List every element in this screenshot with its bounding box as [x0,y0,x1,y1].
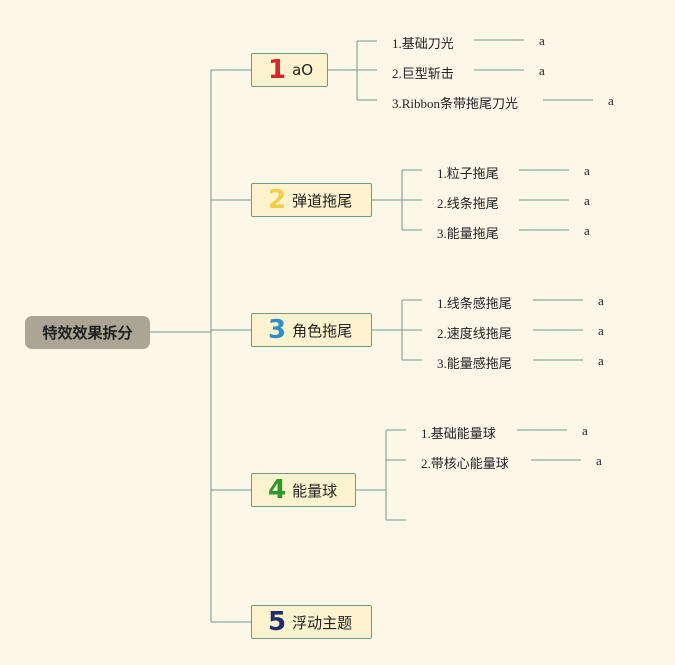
leaf-label: 1.粒子拖尾 [437,166,499,181]
leaf-label: 2.带核心能量球 [421,456,509,471]
branch-label: 弹道拖尾 [292,191,353,210]
number-3-icon: 3 [268,315,287,345]
number-4-icon: 4 [268,475,287,505]
number-5-icon: 5 [268,607,287,637]
leaf-label: 3.能量感拖尾 [437,356,512,371]
leaf-node[interactable]: 3.能量拖尾 [437,223,499,242]
leaf-value[interactable]: a [539,63,545,78]
branch-node-3[interactable]: 3 角色拖尾 [251,313,372,347]
leaf-label: 1.基础能量球 [421,426,496,441]
leaf-value[interactable]: a [598,353,604,368]
leaf-node[interactable]: 2.带核心能量球 [421,453,509,472]
leaf-value[interactable]: a [539,33,545,48]
leaf-value[interactable]: a [598,293,604,308]
leaf-value[interactable]: a [584,193,590,208]
leaf-label: 1.线条感拖尾 [437,296,512,311]
leaf-node[interactable]: 1.粒子拖尾 [437,163,499,182]
branch-label: 能量球 [292,481,338,500]
leaf-node[interactable]: 3.Ribbon条带拖尾刀光 [392,93,518,112]
leaf-value[interactable]: a [584,163,590,178]
number-2-icon: 2 [268,185,287,215]
leaf-value[interactable]: a [584,223,590,238]
branch-node-5[interactable]: 5 浮动主题 [251,605,372,639]
branch-node-4[interactable]: 4 能量球 [251,473,356,507]
number-1-icon: 1 [268,55,287,85]
leaf-node[interactable]: 1.基础刀光 [392,33,454,52]
leaf-node[interactable]: 2.速度线拖尾 [437,323,512,342]
leaf-node[interactable]: 3.能量感拖尾 [437,353,512,372]
leaf-label: 3.能量拖尾 [437,226,499,241]
branch-label: aO [292,61,314,79]
leaf-value[interactable]: a [582,423,588,438]
leaf-label: 3.Ribbon条带拖尾刀光 [392,96,519,111]
root-label: 特效效果拆分 [42,324,133,342]
leaf-node[interactable]: 1.基础能量球 [421,423,496,442]
leaf-value[interactable]: a [596,453,602,468]
branch-node-1[interactable]: 1 aO [251,53,328,87]
leaf-node[interactable]: 1.线条感拖尾 [437,293,512,312]
leaf-label: 1.基础刀光 [392,36,454,51]
leaf-label: 2.速度线拖尾 [437,326,512,341]
branch-label: 浮动主题 [292,613,353,632]
leaf-value[interactable]: a [608,93,614,108]
branch-node-2[interactable]: 2 弹道拖尾 [251,183,372,217]
leaf-node[interactable]: 2.线条拖尾 [437,193,499,212]
leaf-label: 2.巨型斩击 [392,66,454,81]
leaf-node[interactable]: 2.巨型斩击 [392,63,454,82]
root-node[interactable]: 特效效果拆分 [25,316,150,349]
branch-label: 角色拖尾 [292,321,353,340]
leaf-value[interactable]: a [598,323,604,338]
leaf-label: 2.线条拖尾 [437,196,499,211]
